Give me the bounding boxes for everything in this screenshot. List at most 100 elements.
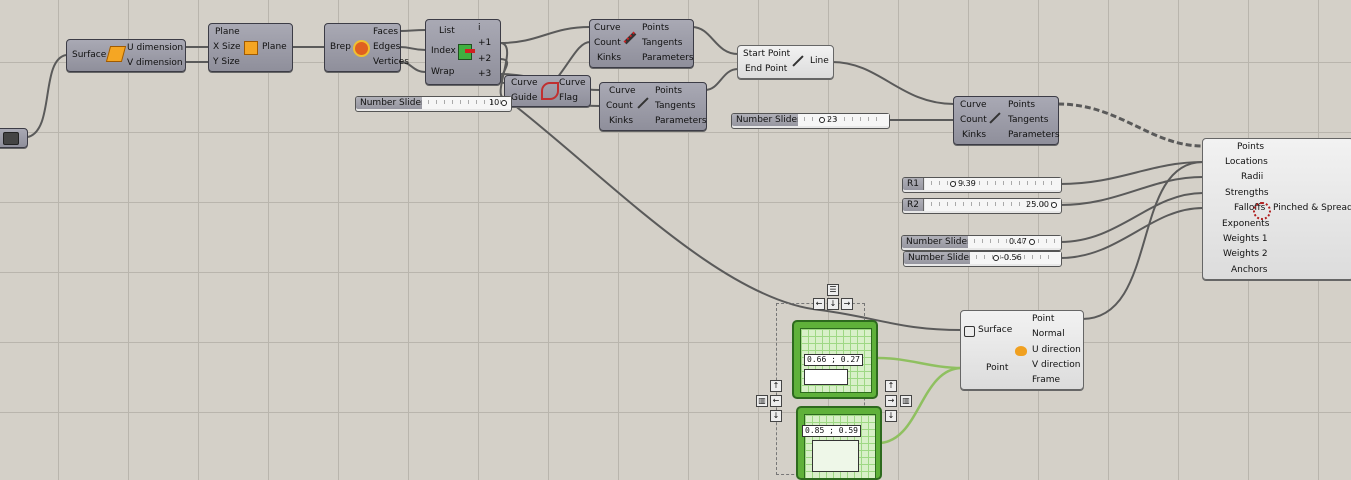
divide-icon	[989, 112, 1001, 124]
deconstruct-brep-component[interactable]: Brep Faces Edges Vertices	[324, 23, 409, 72]
pinch-icon	[1253, 202, 1271, 220]
component-title: Pinched & Spread	[1273, 203, 1351, 213]
number-slider-neg056[interactable]: Number Slider -0.56	[903, 251, 1062, 267]
left-arrow-icon[interactable]: ←	[813, 298, 825, 310]
input-label-radii: Radii	[1241, 172, 1264, 182]
evaluate-surface-component[interactable]: Surface Point Point Normal U direction V…	[960, 310, 1084, 390]
output-label-plane: Plane	[262, 42, 287, 52]
output-label-flag: Flag	[559, 93, 578, 103]
input-label-xsize: X Size	[213, 42, 241, 52]
divide-curve-right[interactable]: Curve Count Kinks Points Tangents Parame…	[953, 96, 1060, 145]
output-label-tangents: Tangents	[642, 38, 683, 48]
input-label-start-point: Start Point	[743, 49, 791, 59]
md-slider-1[interactable]: 0.66 ; 0.27	[792, 320, 878, 399]
input-label-wrap: Wrap	[431, 67, 455, 77]
up-arrow-icon[interactable]: ↑	[885, 380, 897, 392]
line-component[interactable]: Start Point End Point Line	[737, 45, 834, 79]
down-arrow-icon[interactable]: ↓	[770, 410, 782, 422]
input-label-kinks: Kinks	[597, 53, 622, 63]
arrow-icon	[465, 49, 475, 53]
surface-icon	[105, 46, 127, 62]
wire	[704, 68, 739, 91]
output-label-i: i	[478, 23, 481, 33]
input-label-surface: Surface	[978, 325, 1013, 335]
plane-icon	[244, 41, 258, 55]
wire	[504, 97, 963, 331]
output-label-points: Points	[655, 86, 683, 96]
output-label-point: Point	[1032, 314, 1055, 324]
wire	[691, 26, 739, 55]
md-slider-2[interactable]: 0.85 ; 0.59	[796, 406, 882, 480]
input-label-falloffs: Falloffs	[1234, 203, 1266, 213]
number-slider-23[interactable]: Number Slider 23	[731, 113, 890, 129]
plane-surface-component[interactable]: Plane X Size Y Size Plane	[208, 23, 293, 72]
divide-curve-top[interactable]: Curve Count Kinks Points Tangents Parame…	[589, 19, 694, 68]
slider-knob[interactable]	[1051, 202, 1057, 208]
output-label-faces: Faces	[373, 27, 399, 37]
input-label-ysize: Y Size	[213, 57, 240, 67]
divide-curve-mid[interactable]: Curve Count Kinks Points Tangents Parame…	[599, 82, 707, 131]
down-arrow-icon[interactable]: ↓	[885, 410, 897, 422]
slider-value: 0.47	[1009, 237, 1027, 246]
slider-r1[interactable]: R1 9.39	[902, 177, 1062, 193]
number-slider-10[interactable]: Number Slider 10	[355, 96, 512, 112]
slider-value: 10	[489, 98, 500, 107]
input-label-curve: Curve	[511, 78, 538, 88]
list-icon[interactable]: ☰	[827, 284, 839, 296]
input-label-point: Point	[986, 363, 1009, 373]
output-label-vdim: V dimension	[127, 58, 183, 68]
output-label-tangents: Tangents	[1008, 115, 1049, 125]
output-label-plus1: +1	[478, 38, 492, 48]
md-slider-handle[interactable]	[804, 369, 848, 385]
input-label-guide: Guide	[511, 93, 538, 103]
input-label-curve: Curve	[594, 23, 621, 33]
slider-value: 25.00	[1026, 200, 1049, 209]
grid-icon[interactable]: ▥	[900, 395, 912, 407]
right-arrow-icon[interactable]: →	[885, 395, 897, 407]
left-arrow-icon[interactable]: ←	[770, 395, 782, 407]
input-label-kinks: Kinks	[962, 130, 987, 140]
input-label-points: Points	[1237, 142, 1265, 152]
output-label-udir: U direction	[1032, 345, 1081, 355]
geometry-param[interactable]	[0, 128, 28, 148]
input-label-strengths: Strengths	[1225, 188, 1269, 198]
wire	[1059, 207, 1204, 259]
wire	[499, 26, 591, 44]
list-item-component[interactable]: List Index Wrap i +1 +2 +3	[425, 19, 501, 85]
wire	[1081, 161, 1204, 320]
input-label-list: List	[439, 26, 455, 36]
output-label-plus2: +2	[478, 54, 492, 64]
down-arrow-icon[interactable]: ↓	[827, 298, 839, 310]
input-label-count: Count	[594, 38, 621, 48]
slider-name: Number Slider	[732, 114, 806, 126]
slider-knob[interactable]	[1029, 239, 1035, 245]
slider-knob[interactable]	[819, 117, 825, 123]
input-label-curve: Curve	[609, 86, 636, 96]
up-arrow-icon[interactable]: ↑	[770, 380, 782, 392]
right-arrow-icon[interactable]: →	[841, 298, 853, 310]
slider-knob[interactable]	[950, 181, 956, 187]
evaluate-icon	[1015, 346, 1027, 356]
divide-icon	[637, 97, 649, 109]
output-label-curve: Curve	[559, 78, 586, 88]
flip-curve-component[interactable]: Curve Guide Curve Flag	[504, 75, 591, 107]
wire	[1059, 176, 1204, 206]
dimensions-component[interactable]: Surface U dimension V dimension	[66, 39, 186, 72]
slider-r2[interactable]: R2 25.00	[902, 198, 1062, 214]
output-label-parameters: Parameters	[655, 116, 707, 126]
md-slider-handle[interactable]	[812, 440, 859, 472]
output-label-points: Points	[1008, 100, 1036, 110]
pinched-spread-component[interactable]: Points Locations Radii Strengths Falloff…	[1202, 138, 1351, 280]
slider-knob[interactable]	[993, 255, 999, 261]
output-label-udim: U dimension	[127, 43, 184, 53]
slider-knob[interactable]	[501, 100, 507, 106]
slider-value: -0.56	[1001, 253, 1022, 262]
slider-name: Number Slider	[904, 252, 978, 264]
number-slider-047[interactable]: Number Slider 0.47	[901, 235, 1062, 251]
input-label-count: Count	[960, 115, 987, 125]
grid-icon[interactable]: ▥	[756, 395, 768, 407]
input-label-kinks: Kinks	[609, 116, 634, 126]
output-label-line: Line	[810, 56, 829, 66]
wire	[399, 29, 427, 32]
